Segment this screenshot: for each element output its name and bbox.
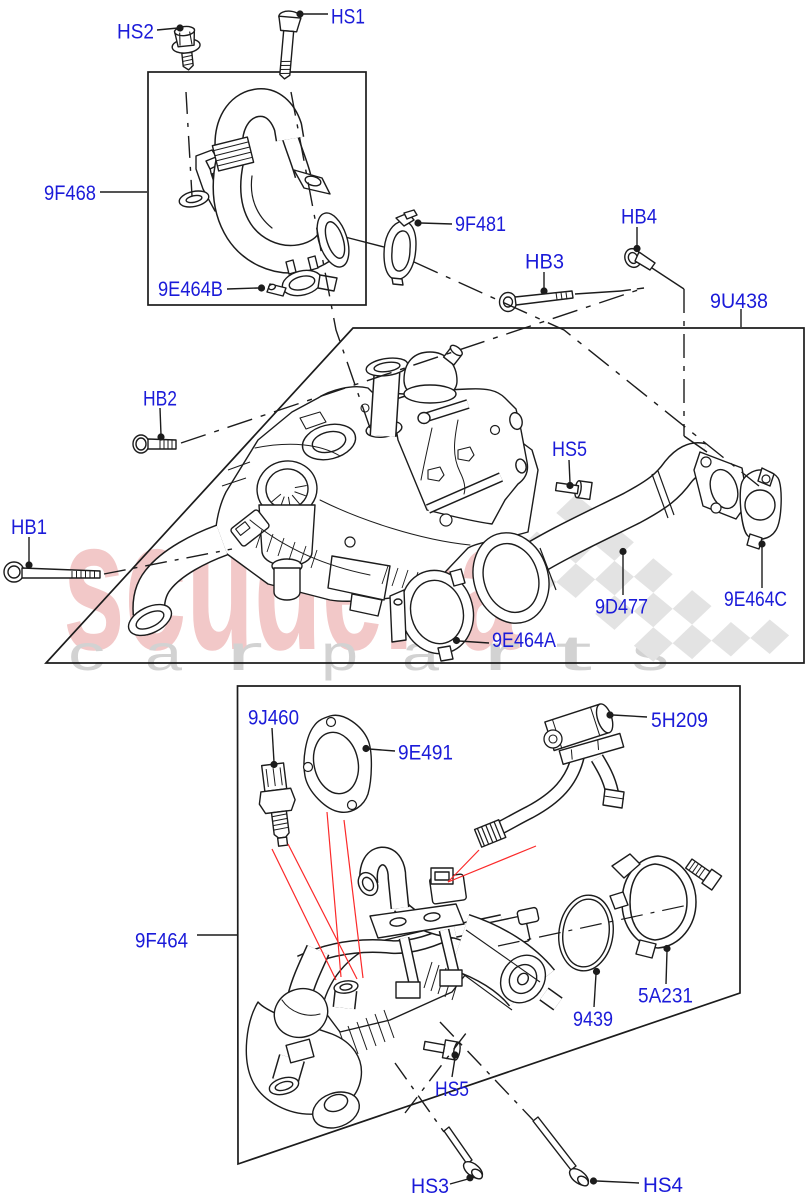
svg-text:HS3: HS3: [411, 1174, 449, 1198]
svg-text:9D477: 9D477: [595, 595, 648, 619]
svg-text:HB1: HB1: [11, 515, 47, 539]
svg-text:HB2: HB2: [143, 387, 177, 411]
svg-text:9F468: 9F468: [44, 181, 96, 205]
svg-text:9E491: 9E491: [398, 741, 453, 765]
svg-text:9U438: 9U438: [710, 289, 768, 313]
svg-text:HB4: HB4: [621, 205, 657, 229]
svg-text:9F481: 9F481: [455, 212, 506, 236]
svg-text:HS5: HS5: [552, 437, 587, 461]
svg-text:HS5: HS5: [435, 1077, 469, 1101]
svg-text:5H209: 5H209: [651, 708, 708, 732]
svg-text:HB3: HB3: [525, 250, 564, 274]
svg-text:5A231: 5A231: [638, 984, 693, 1008]
svg-text:9F464: 9F464: [135, 929, 188, 953]
svg-text:HS4: HS4: [643, 1173, 683, 1197]
svg-text:HS1: HS1: [331, 5, 365, 29]
svg-text:c: c: [68, 625, 105, 681]
svg-text:9J460: 9J460: [248, 706, 299, 730]
svg-text:9E464A: 9E464A: [492, 628, 557, 652]
svg-text:t: t: [555, 625, 592, 681]
svg-text:p: p: [321, 625, 358, 681]
svg-text:9E464B: 9E464B: [158, 277, 223, 301]
svg-text:r: r: [226, 625, 263, 681]
svg-text:HS2: HS2: [117, 20, 154, 44]
svg-text:9E464C: 9E464C: [724, 587, 787, 611]
svg-text:a: a: [145, 625, 182, 681]
svg-text:r: r: [483, 625, 520, 681]
svg-text:9439: 9439: [573, 1007, 613, 1031]
